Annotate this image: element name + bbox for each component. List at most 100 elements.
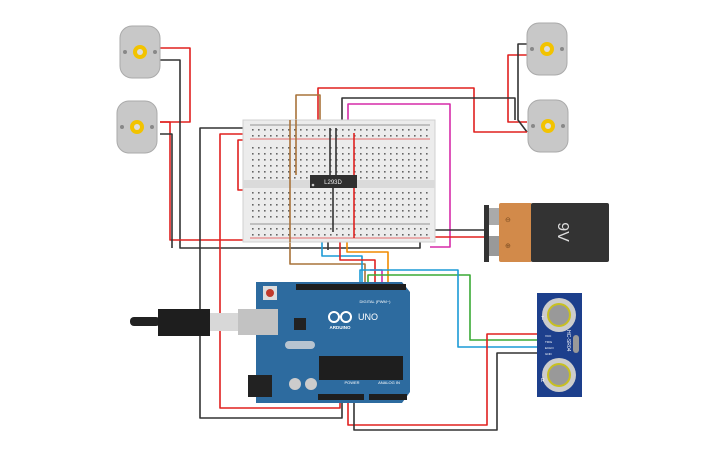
breadboard-hole[interactable] [342,147,344,149]
breadboard-hole[interactable] [390,171,392,173]
breadboard-hole[interactable] [396,192,398,194]
breadboard-hole[interactable] [372,204,374,206]
breadboard-hole[interactable] [288,204,290,206]
breadboard-hole[interactable] [336,216,338,218]
breadboard-hole[interactable] [402,210,404,212]
breadboard-hole[interactable] [294,216,296,218]
breadboard-hole[interactable] [378,153,380,155]
breadboard-hole[interactable] [270,147,272,149]
breadboard-hole[interactable] [396,177,398,179]
breadboard-hole[interactable] [390,198,392,200]
breadboard-hole[interactable] [312,165,314,167]
breadboard-hole[interactable] [318,165,320,167]
breadboard-hole[interactable] [258,234,260,236]
breadboard-hole[interactable] [420,171,422,173]
breadboard-hole[interactable] [342,228,344,230]
breadboard-hole[interactable] [264,204,266,206]
breadboard-hole[interactable] [252,216,254,218]
breadboard-hole[interactable] [318,153,320,155]
breadboard-hole[interactable] [312,135,314,137]
breadboard-hole[interactable] [276,177,278,179]
breadboard-hole[interactable] [372,165,374,167]
breadboard-hole[interactable] [312,234,314,236]
breadboard-hole[interactable] [390,165,392,167]
breadboard-hole[interactable] [354,129,356,131]
breadboard-hole[interactable] [324,204,326,206]
breadboard-hole[interactable] [306,198,308,200]
breadboard-hole[interactable] [282,204,284,206]
breadboard-hole[interactable] [318,204,320,206]
breadboard-hole[interactable] [414,198,416,200]
breadboard-hole[interactable] [252,159,254,161]
breadboard-hole[interactable] [378,159,380,161]
breadboard-hole[interactable] [378,216,380,218]
breadboard-hole[interactable] [348,210,350,212]
breadboard-hole[interactable] [396,171,398,173]
dc-motor[interactable] [116,100,158,154]
battery-9v[interactable]: ⊖ ⊕ 9V [484,203,609,262]
breadboard-hole[interactable] [372,135,374,137]
breadboard-hole[interactable] [384,165,386,167]
breadboard-hole[interactable] [318,216,320,218]
breadboard-hole[interactable] [306,228,308,230]
breadboard-hole[interactable] [282,210,284,212]
breadboard-hole[interactable] [342,153,344,155]
breadboard-hole[interactable] [300,228,302,230]
breadboard-hole[interactable] [360,153,362,155]
breadboard-hole[interactable] [402,204,404,206]
breadboard-hole[interactable] [270,135,272,137]
breadboard-hole[interactable] [276,159,278,161]
breadboard-hole[interactable] [342,204,344,206]
breadboard-hole[interactable] [348,171,350,173]
breadboard-hole[interactable] [360,228,362,230]
breadboard-hole[interactable] [252,129,254,131]
breadboard-hole[interactable] [300,216,302,218]
breadboard-hole[interactable] [414,177,416,179]
breadboard-hole[interactable] [330,204,332,206]
breadboard-hole[interactable] [318,228,320,230]
breadboard-hole[interactable] [294,159,296,161]
breadboard-hole[interactable] [360,129,362,131]
breadboard-hole[interactable] [408,228,410,230]
breadboard-hole[interactable] [348,147,350,149]
breadboard-hole[interactable] [318,159,320,161]
breadboard-hole[interactable] [402,153,404,155]
breadboard-hole[interactable] [294,177,296,179]
breadboard-hole[interactable] [414,210,416,212]
breadboard-hole[interactable] [324,129,326,131]
breadboard-hole[interactable] [366,171,368,173]
breadboard-hole[interactable] [300,210,302,212]
breadboard-hole[interactable] [324,153,326,155]
breadboard-hole[interactable] [402,234,404,236]
breadboard-hole[interactable] [426,177,428,179]
breadboard-hole[interactable] [312,129,314,131]
breadboard-hole[interactable] [420,177,422,179]
breadboard-hole[interactable] [252,153,254,155]
breadboard-hole[interactable] [288,216,290,218]
breadboard-hole[interactable] [384,192,386,194]
breadboard-hole[interactable] [282,198,284,200]
breadboard-hole[interactable] [258,210,260,212]
breadboard-hole[interactable] [312,147,314,149]
breadboard-hole[interactable] [396,228,398,230]
breadboard-hole[interactable] [270,165,272,167]
breadboard-hole[interactable] [366,192,368,194]
breadboard-hole[interactable] [420,216,422,218]
breadboard-hole[interactable] [408,153,410,155]
breadboard-hole[interactable] [408,204,410,206]
breadboard-hole[interactable] [300,135,302,137]
breadboard-hole[interactable] [342,165,344,167]
breadboard-hole[interactable] [366,210,368,212]
breadboard-hole[interactable] [294,171,296,173]
breadboard-hole[interactable] [402,192,404,194]
breadboard-hole[interactable] [324,216,326,218]
breadboard-hole[interactable] [378,165,380,167]
breadboard-hole[interactable] [408,192,410,194]
breadboard-hole[interactable] [318,210,320,212]
breadboard-hole[interactable] [306,192,308,194]
breadboard-hole[interactable] [348,165,350,167]
breadboard-hole[interactable] [420,228,422,230]
breadboard-hole[interactable] [306,165,308,167]
breadboard-hole[interactable] [252,171,254,173]
breadboard-hole[interactable] [258,135,260,137]
